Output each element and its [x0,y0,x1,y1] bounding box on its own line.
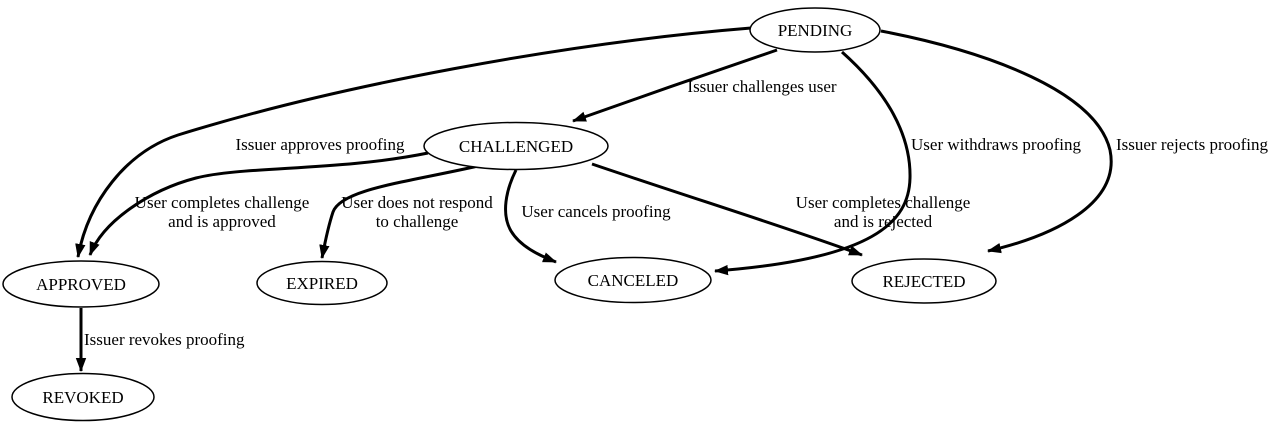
approved-node-label: APPROVED [36,275,126,294]
edge-label-issuer-approves-proofing: Issuer approves proofing [235,135,405,154]
state-node-approved: APPROVED [2,260,160,308]
edge-label-user-completes-challenge-rejected-line1: User completes challenge [796,193,971,212]
edge-label-user-does-not-respond-line1: User does not respond [341,193,493,212]
rejected-node-ellipse [851,258,997,304]
edge-challenged-expired [319,164,479,259]
edge-label-user-completes-challenge-approved-line1: User completes challenge [135,193,310,212]
edge-challenged-canceled [504,169,557,264]
edge-challenged-rejected [591,162,863,257]
state-node-canceled: CANCELED [554,256,712,304]
edge-pending-challenged [572,48,778,123]
edge-pending-approved [75,26,752,258]
revoked-node-ellipse [11,372,155,422]
edge-label-user-cancels-proofing: User cancels proofing [521,202,671,221]
pending-node-ellipse [749,7,881,53]
edge-pending-canceled [714,50,912,276]
challenged-node-ellipse [423,121,609,171]
edge-label-user-completes-challenge-approved-line2: and is approved [168,212,276,231]
edge-label-issuer-rejects-proofing: Issuer rejects proofing [1116,135,1269,154]
edge-label-issuer-revokes-proofing: Issuer revokes proofing [84,330,245,349]
challenged-node-label: CHALLENGED [459,137,573,156]
edge-challenged-approved [88,151,429,256]
edge-label-user-withdraws-proofing: User withdraws proofing [911,135,1081,154]
edge-label-issuer-challenges-user: Issuer challenges user [687,77,837,96]
state-node-expired: EXPIRED [256,260,388,306]
canceled-node-ellipse [554,256,712,304]
approved-node-ellipse [2,260,160,308]
expired-node-ellipse [256,260,388,306]
edge-label-user-does-not-respond-line2: to challenge [376,212,459,231]
expired-node-label: EXPIRED [286,274,358,293]
revoked-node-label: REVOKED [42,388,123,407]
edge-pending-rejected [880,29,1113,254]
state-node-pending: PENDING [749,7,881,53]
edge-label-user-completes-challenge-rejected-line2: and is rejected [834,212,933,231]
state-node-rejected: REJECTED [851,258,997,304]
rejected-node-label: REJECTED [882,272,965,291]
canceled-node-label: CANCELED [588,271,679,290]
pending-node-label: PENDING [778,21,853,40]
state-node-revoked: REVOKED [11,372,155,422]
state-node-challenged: CHALLENGED [423,121,609,171]
